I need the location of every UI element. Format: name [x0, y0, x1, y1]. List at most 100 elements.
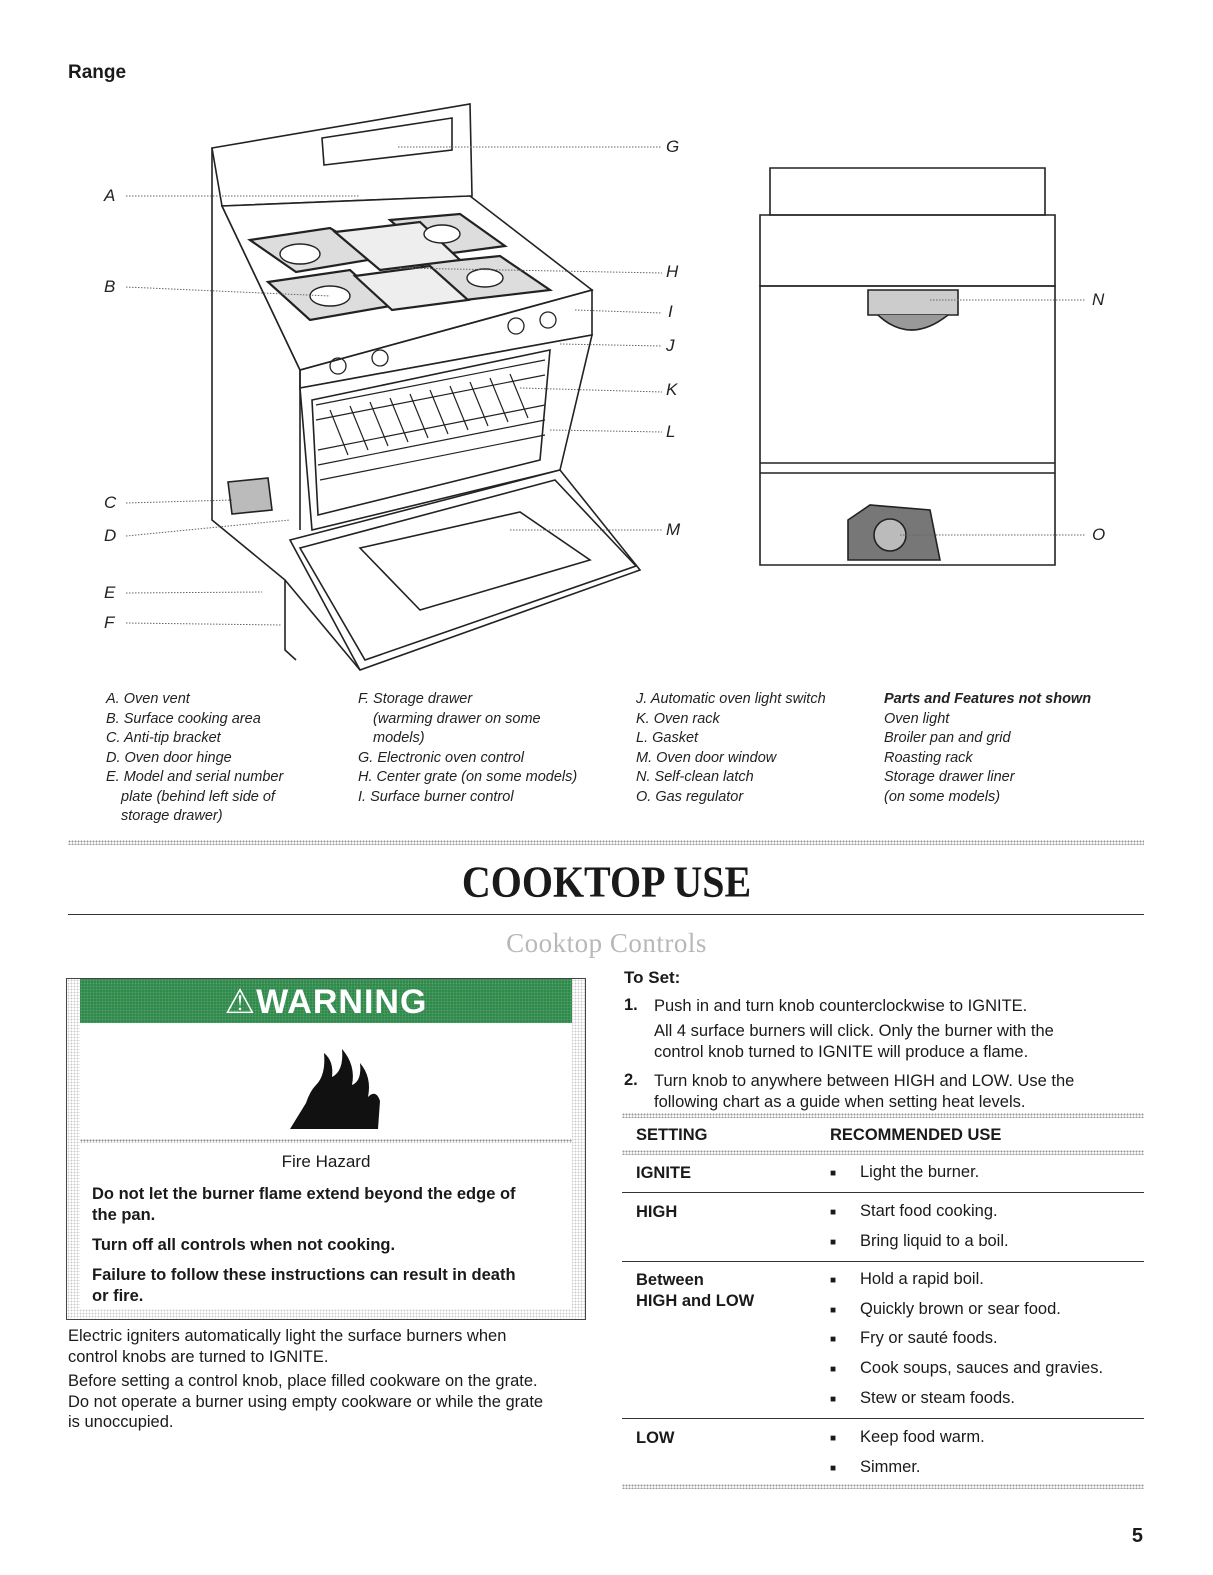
callout-j: J: [666, 336, 675, 355]
to-set-title: To Set:: [624, 968, 681, 987]
callout-c: C: [104, 493, 117, 512]
dotted-divider: [68, 840, 1144, 845]
legend-item: Storage drawer liner: [884, 769, 1015, 785]
callout-d: D: [104, 526, 117, 545]
warning-text: or fire.: [92, 1287, 144, 1305]
legend-col-3: J. Automatic oven light switch K. Oven r…: [636, 690, 826, 807]
text-line: following chart as a guide when setting …: [654, 1092, 1026, 1111]
callout-h: H: [666, 262, 679, 281]
callout-f: F: [104, 613, 115, 632]
recommended-use: Cook soups, sauces and gravies.: [860, 1359, 1104, 1377]
step-note: All 4 surface burners will click. Only t…: [654, 1021, 1054, 1062]
recommended-use: Fry or sauté foods.: [860, 1329, 998, 1347]
warning-text: the pan.: [92, 1206, 156, 1224]
legend-item: (warming drawer on some: [373, 710, 541, 727]
legend-item: M. Oven door window: [636, 749, 777, 766]
warning-triangle-icon: ⚠: [224, 983, 257, 1021]
table-header-use: RECOMMENDED USE: [830, 1126, 1002, 1144]
legend-item: L. Gasket: [636, 730, 699, 746]
legend-item: plate (behind left side of: [121, 788, 275, 805]
legend-col-2: F. Storage drawer (warming drawer on som…: [358, 690, 577, 807]
section-rule: [68, 914, 1144, 915]
step-number: 2.: [624, 1071, 638, 1089]
callout-b: B: [104, 277, 116, 296]
section-title: COOKTOP USE: [461, 856, 752, 907]
legend-item: B. Surface cooking area: [106, 710, 261, 727]
callout-g: G: [666, 137, 680, 156]
legend-item: K. Oven rack: [636, 710, 720, 727]
setting-low: LOW: [636, 1429, 675, 1447]
recommended-use: Light the burner.: [860, 1163, 980, 1181]
text-line: control knobs are turned to IGNITE.: [68, 1347, 329, 1366]
legend-item: F. Storage drawer: [358, 691, 473, 707]
step-text: Turn knob to anywhere between HIGH and L…: [654, 1071, 1074, 1112]
warning-text: Do not let the burner flame extend beyon…: [92, 1185, 516, 1203]
warning-label: WARNING: [256, 983, 428, 1021]
callout-i: I: [668, 302, 673, 321]
warning-banner: ⚠WARNING: [80, 979, 572, 1023]
setting-ignite: IGNITE: [636, 1164, 692, 1182]
bullet-icon: ■: [830, 1364, 837, 1375]
recommended-use: Keep food warm.: [860, 1428, 985, 1446]
hazard-title: Fire Hazard: [281, 1152, 371, 1171]
legend-col-1: A. Oven vent B. Surface cooking area C. …: [106, 690, 283, 827]
cookware-paragraph: Before setting a control knob, place fil…: [68, 1371, 598, 1433]
legend-item: J. Automatic oven light switch: [636, 691, 826, 707]
legend-item: (on some models): [884, 788, 1001, 805]
callout-k: K: [666, 380, 678, 399]
bullet-icon: ■: [830, 1305, 837, 1316]
legend-item: O. Gas regulator: [636, 788, 744, 805]
setting-between: Between HIGH and LOW: [636, 1270, 754, 1311]
legend-item: D. Oven door hinge: [106, 749, 232, 766]
row-rule: [622, 1418, 1144, 1419]
fire-icon: [290, 1049, 380, 1129]
bullet-icon: ■: [830, 1463, 837, 1474]
text-line: Electric igniters automatically light th…: [68, 1327, 507, 1345]
legend-item: E. Model and serial number: [106, 769, 284, 785]
table-header-rule: [622, 1150, 1144, 1155]
legend-col-4: Parts and Features not shown Oven light …: [884, 690, 1091, 807]
page-number: 5: [1131, 1525, 1143, 1547]
legend-item: H. Center grate (on some models): [358, 769, 578, 785]
recommended-use: Start food cooking.: [860, 1202, 998, 1220]
legend-item: Roasting rack: [884, 749, 973, 766]
callout-a: A: [104, 186, 116, 205]
subsection-title: Cooktop Controls: [506, 928, 707, 958]
bullet-icon: ■: [830, 1433, 837, 1444]
callout-e: E: [104, 583, 116, 602]
warning-box: ⚠WARNING Fire Hazard Do not let the burn…: [66, 978, 586, 1320]
legend-item: Broiler pan and grid: [884, 730, 1011, 746]
range-diagram: [125, 103, 1085, 671]
text-line: All 4 surface burners will click. Only t…: [654, 1022, 1054, 1040]
warning-separator: [80, 1139, 572, 1143]
callout-o: O: [1092, 525, 1106, 544]
legend-item: C. Anti-tip bracket: [106, 730, 221, 746]
legend-item: G. Electronic oven control: [358, 749, 525, 766]
text-line: HIGH and LOW: [636, 1291, 755, 1310]
row-rule: [622, 1192, 1144, 1193]
setting-high: HIGH: [636, 1203, 678, 1221]
step-number: 1.: [624, 996, 638, 1014]
callout-n: N: [1092, 290, 1105, 309]
recommended-use: Simmer.: [860, 1458, 921, 1476]
table-bottom-rule: [622, 1484, 1144, 1489]
step-text: Push in and turn knob counterclockwise t…: [654, 997, 1028, 1015]
text-line: Before setting a control knob, place fil…: [68, 1372, 538, 1390]
bullet-icon: ■: [830, 1237, 837, 1248]
recommended-use: Stew or steam foods.: [860, 1389, 1015, 1407]
text-line: is unoccupied.: [68, 1413, 174, 1431]
text-line: Do not operate a burner using empty cook…: [68, 1392, 544, 1411]
bullet-icon: ■: [830, 1394, 837, 1405]
text-line: Turn knob to anywhere between HIGH and L…: [654, 1072, 1075, 1090]
legend-item: models): [373, 730, 425, 746]
recommended-use: Hold a rapid boil.: [860, 1270, 984, 1288]
page-heading: Range: [68, 62, 127, 83]
table-top-rule: [622, 1113, 1144, 1118]
table-header-setting: SETTING: [636, 1126, 708, 1144]
bullet-icon: ■: [830, 1334, 837, 1345]
row-rule: [622, 1261, 1144, 1262]
legend-item: I. Surface burner control: [358, 788, 514, 805]
bullet-icon: ■: [830, 1168, 837, 1179]
legend-item: storage drawer): [121, 808, 223, 824]
igniter-paragraph: Electric igniters automatically light th…: [68, 1326, 598, 1367]
